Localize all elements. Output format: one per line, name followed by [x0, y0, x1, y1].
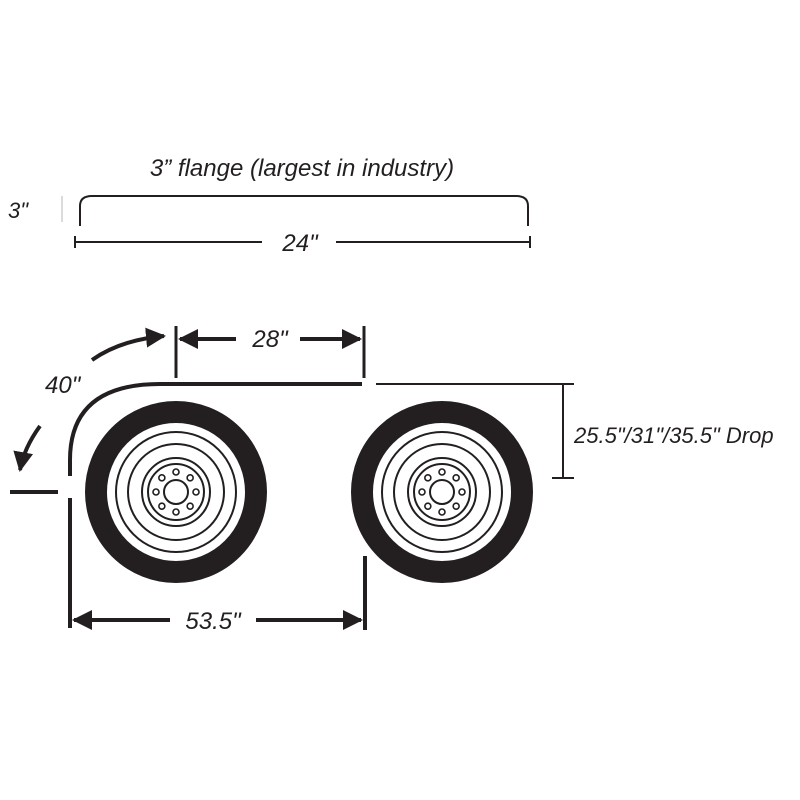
flange-title: 3” flange (largest in industry) [150, 155, 454, 182]
front-wheel [96, 412, 256, 572]
arc-arrow-left [13, 424, 42, 472]
flange-width-label: 24" [281, 230, 319, 257]
flange-height-label: 3" [8, 198, 29, 223]
fender-arc-label: 40" [45, 372, 82, 399]
overall-length-label: 53.5" [185, 608, 242, 635]
drop-label: 25.5"/31"/35.5" Drop [573, 423, 774, 448]
rear-wheel [362, 412, 522, 572]
arc-arrow-top [90, 327, 166, 362]
fender-profile [68, 382, 362, 476]
flange-profile [79, 195, 529, 226]
top-length-label: 28" [251, 326, 289, 353]
